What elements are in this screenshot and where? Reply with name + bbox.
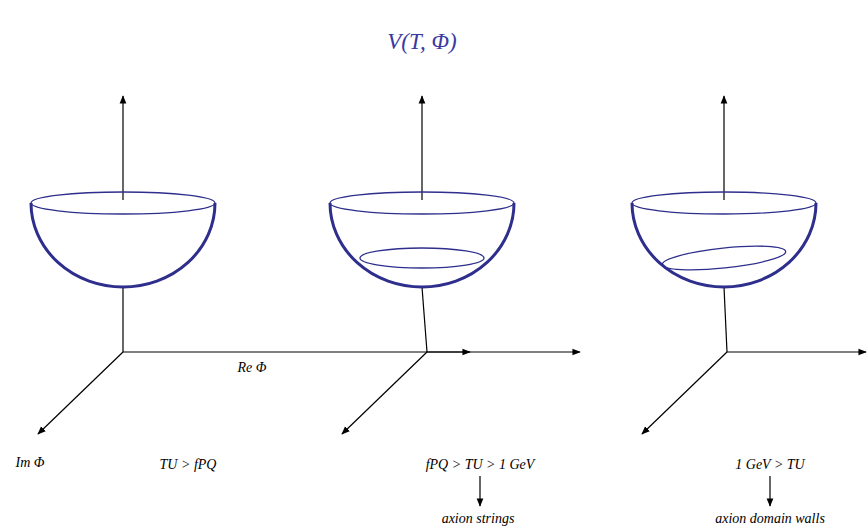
axis-label: Im Φ xyxy=(16,455,45,471)
temperature-condition: 1 GeV > TU xyxy=(735,457,804,473)
im-axis xyxy=(342,352,427,434)
v-axis xyxy=(422,287,427,352)
v-axis-arrow xyxy=(122,96,123,200)
v-axis-arrow xyxy=(723,96,724,200)
v-axis xyxy=(122,287,123,352)
bowl-rim xyxy=(330,192,514,214)
leader-arrow xyxy=(479,476,480,506)
im-axis xyxy=(642,352,727,434)
v-axis-arrow xyxy=(421,96,422,200)
potential-bowl xyxy=(330,203,514,287)
temperature-condition: TU > fPQ xyxy=(160,457,217,473)
defect-label: axion strings xyxy=(442,511,515,527)
re-axis xyxy=(123,351,470,352)
potential-bowl xyxy=(31,203,215,287)
potential-bowl xyxy=(632,203,816,287)
potential-panel xyxy=(31,96,470,434)
axis-label: Re Φ xyxy=(238,360,267,376)
temperature-condition: fPQ > TU > 1 GeV xyxy=(426,457,535,473)
bowl-rim xyxy=(632,192,816,214)
bowl-rim xyxy=(31,192,215,214)
im-axis xyxy=(38,352,123,434)
vacuum-circle xyxy=(661,242,786,275)
re-axis xyxy=(727,351,866,352)
re-axis xyxy=(427,351,580,352)
v-axis xyxy=(724,287,727,352)
vacuum-circle xyxy=(360,248,484,268)
potential-panel xyxy=(330,96,580,434)
potential-panel xyxy=(632,96,866,434)
defect-label: axion domain walls xyxy=(715,511,825,527)
diagram-title: V(T, Φ) xyxy=(387,29,456,55)
leader-arrow xyxy=(769,476,770,506)
